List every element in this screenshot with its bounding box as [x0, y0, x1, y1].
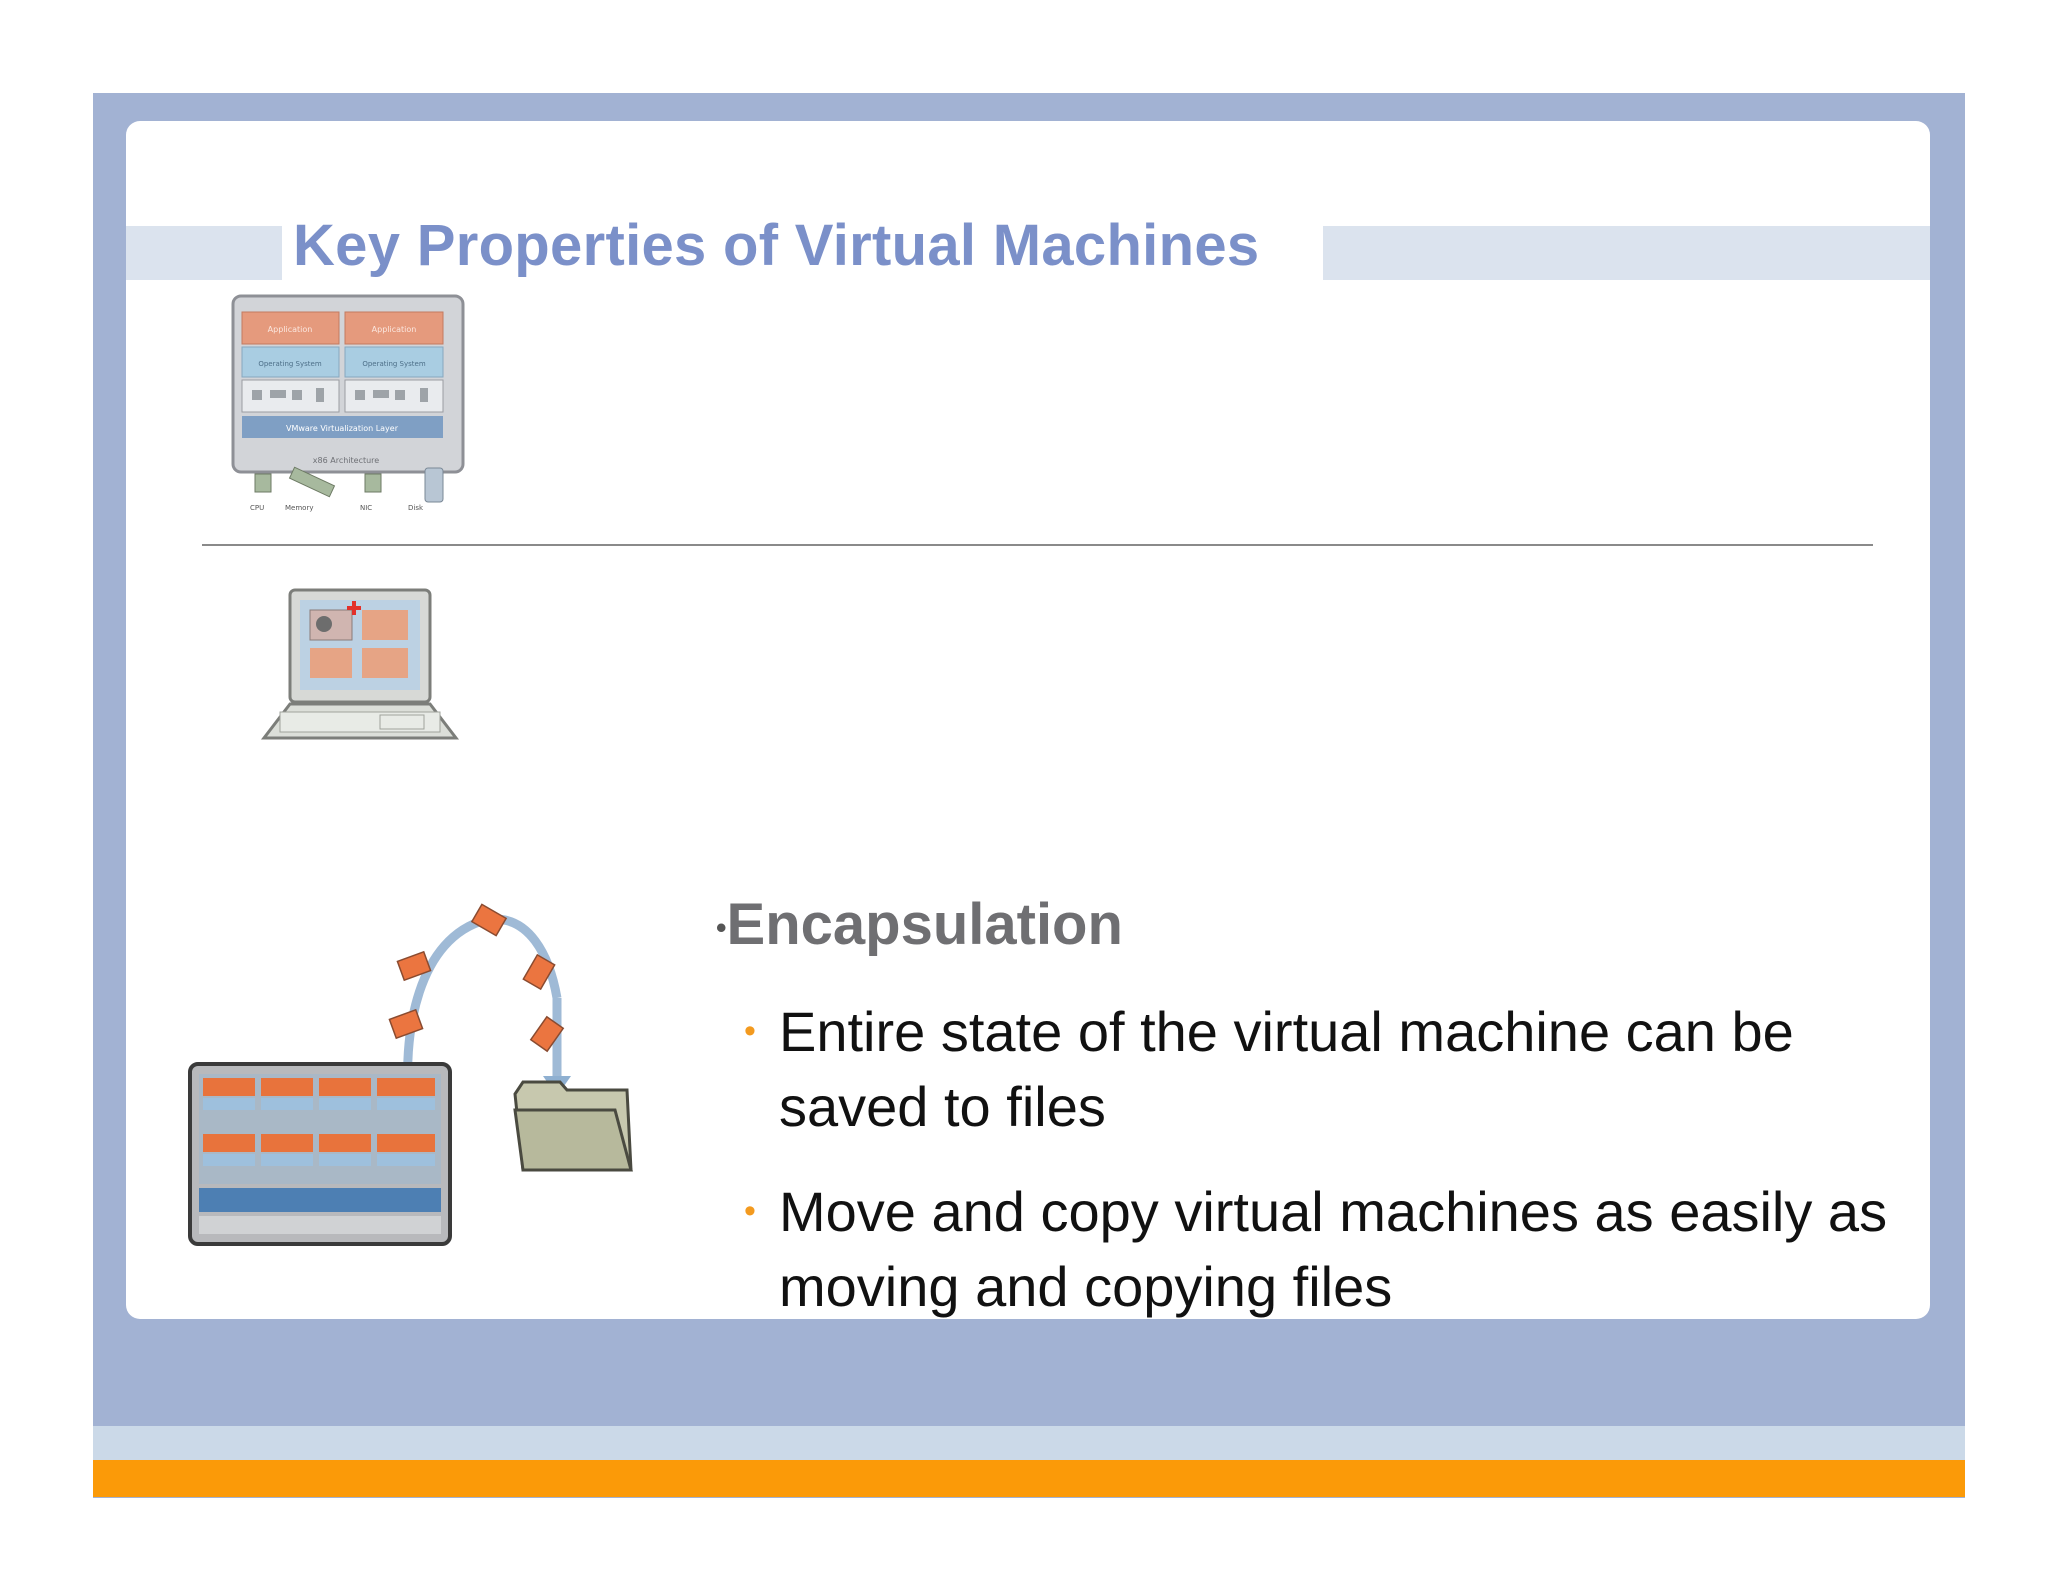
divider-line: [202, 544, 1873, 546]
app-right-label: Application: [372, 325, 417, 334]
sub-bullet-text: Move and copy virtual machines as easily…: [779, 1179, 1888, 1318]
hw-disk-label: Disk: [408, 504, 424, 512]
hw-memory-label: Memory: [285, 504, 313, 512]
lower-band: [93, 1426, 1965, 1460]
encapsulation-illustration: [188, 903, 633, 1246]
hw-cpu-label: CPU: [250, 504, 264, 512]
laptop-illustration: [260, 588, 460, 740]
virtualization-layer-label: VMware Virtualization Layer: [286, 424, 399, 433]
app-left-label: Application: [268, 325, 313, 334]
os-left-label: Operating System: [258, 360, 322, 368]
bullet-list: •Encapsulation • Entire state of the vir…: [716, 888, 1896, 1324]
bullet-heading: •Encapsulation: [716, 888, 1896, 966]
sub-bullet: • Entire state of the virtual machine ca…: [716, 994, 1896, 1144]
bullet-dot: •: [716, 911, 727, 945]
arch-label: x86 Architecture: [313, 456, 380, 465]
sub-bullet-text: Entire state of the virtual machine can …: [779, 999, 1794, 1138]
title-band-left: [126, 226, 282, 280]
sub-bullet: • Move and copy virtual machines as easi…: [716, 1174, 1896, 1324]
vm-architecture-diagram: Application Application Operating System…: [231, 294, 465, 512]
accent-bar: [93, 1460, 1965, 1497]
title-band-right: [1323, 226, 1930, 280]
bullet-dot: •: [744, 1191, 756, 1230]
os-right-label: Operating System: [362, 360, 426, 368]
encapsulation-heading: Encapsulation: [726, 892, 1123, 957]
slide-title: Key Properties of Virtual Machines: [293, 213, 1260, 278]
bullet-dot: •: [744, 1011, 756, 1050]
hw-nic-label: NIC: [360, 504, 372, 512]
